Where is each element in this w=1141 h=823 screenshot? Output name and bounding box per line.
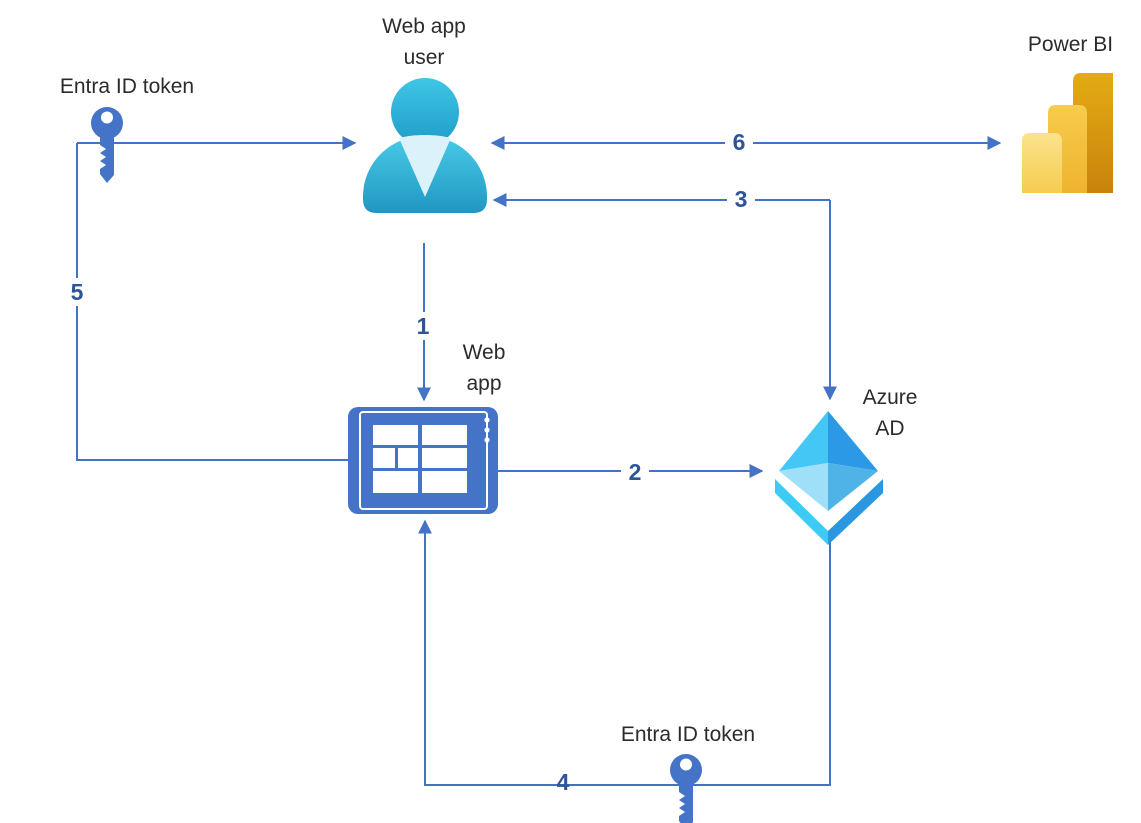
step-number-3: 3 (727, 185, 755, 213)
step-number-2: 2 (621, 458, 649, 486)
connector-step-4 (418, 519, 831, 786)
web-app-tablet-icon (348, 407, 498, 514)
step-number-6: 6 (725, 128, 753, 156)
connector-step-5-to-web-app (76, 143, 350, 461)
key-icon (670, 754, 702, 823)
step-number-5: 5 (63, 278, 91, 306)
entra-token-bottom-label: Entra ID token (620, 723, 756, 746)
key-icon (91, 107, 123, 183)
azure-ad-diamond-icon (775, 411, 883, 545)
power-bi-bars-icon (1022, 73, 1113, 193)
entra-token-top-label: Entra ID token (59, 75, 195, 98)
power-bi-node-label: Power BI (1027, 33, 1114, 56)
step-number-1: 1 (409, 312, 437, 340)
user-person-icon (363, 78, 487, 213)
step-number-4: 4 (556, 769, 570, 795)
